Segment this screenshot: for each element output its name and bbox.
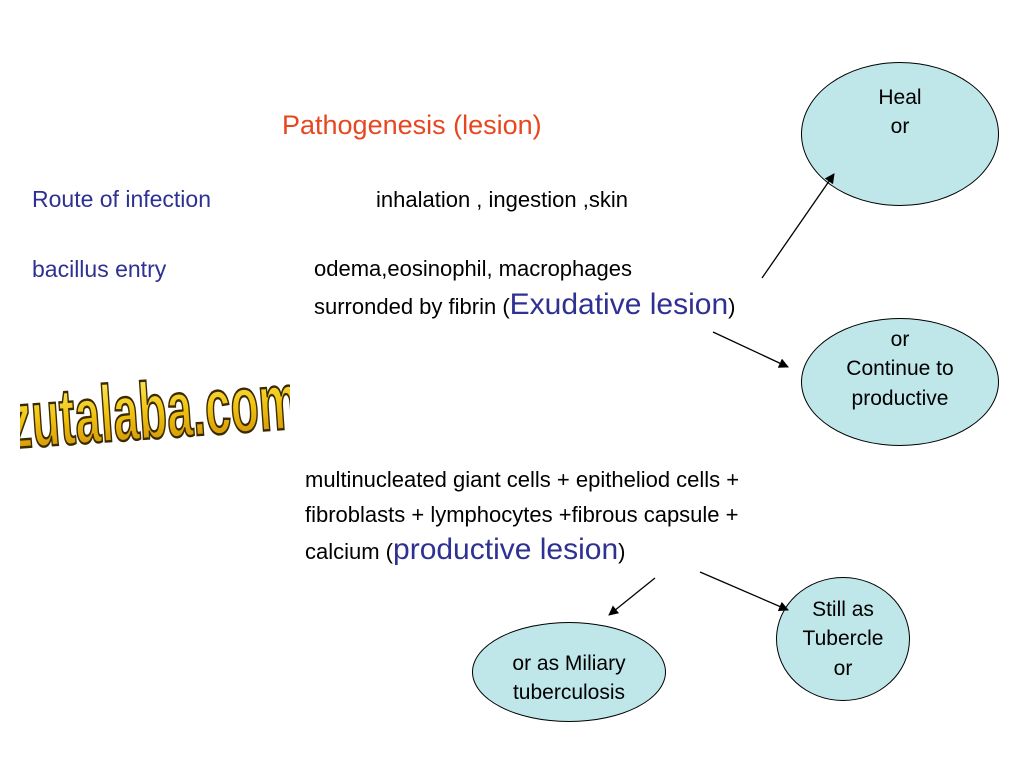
entry-line-2: surronded by fibrin (Exudative lesion)	[314, 288, 735, 322]
productive-line-3-prefix: calcium (	[305, 539, 394, 564]
productive-line-1: multinucleated giant cells + epitheliod …	[305, 467, 740, 492]
node-tubercle-line-2: Tubercle	[802, 627, 884, 651]
entry-line-2-prefix: surronded by fibrin (	[314, 294, 510, 319]
entry-label: bacillus entry	[32, 256, 167, 282]
node-miliary-line-1: or as Miliary	[512, 652, 626, 675]
productive-line-3: calcium (productive lesion)	[305, 533, 625, 567]
node-miliary: or as Miliary tuberculosis	[472, 622, 666, 722]
node-tubercle-line-3: or	[833, 656, 853, 680]
node-tubercle: Still as Tubercle or	[776, 577, 910, 701]
entry-line-1: odema,eosinophil, macrophages	[314, 256, 632, 281]
node-heal-line-1: Heal	[878, 86, 922, 109]
watermark-text: zutalaba.com	[20, 356, 290, 460]
productive-lesion-term: productive lesion	[393, 533, 619, 566]
arrow-to-miliary	[608, 577, 656, 616]
watermark-logo: zutalaba.com	[20, 355, 290, 460]
arrow-to-continue	[712, 331, 789, 368]
node-tubercle-line-1: Still as	[812, 598, 874, 621]
node-continue: or Continue to productive	[801, 318, 999, 446]
node-heal-line-2: or	[890, 115, 910, 139]
node-heal: Heal or	[801, 62, 999, 206]
route-label: Route of infection	[32, 186, 212, 212]
entry-line-2-suffix: )	[728, 294, 736, 319]
node-miliary-line-2: tuberculosis	[512, 681, 626, 705]
node-continue-line-3: productive	[851, 386, 949, 410]
exudative-lesion-term: Exudative lesion	[509, 288, 729, 321]
node-continue-line-2: Continue to	[846, 357, 954, 381]
route-value: inhalation , ingestion ,skin	[376, 187, 628, 212]
productive-line-3-suffix: )	[618, 539, 626, 564]
page-title: Pathogenesis (lesion)	[282, 110, 542, 140]
productive-line-2: fibroblasts + lymphocytes +fibrous capsu…	[305, 502, 739, 527]
arrow-to-heal	[761, 173, 835, 279]
arrow-to-tubercle	[699, 571, 789, 612]
node-continue-line-1: or	[890, 328, 910, 351]
